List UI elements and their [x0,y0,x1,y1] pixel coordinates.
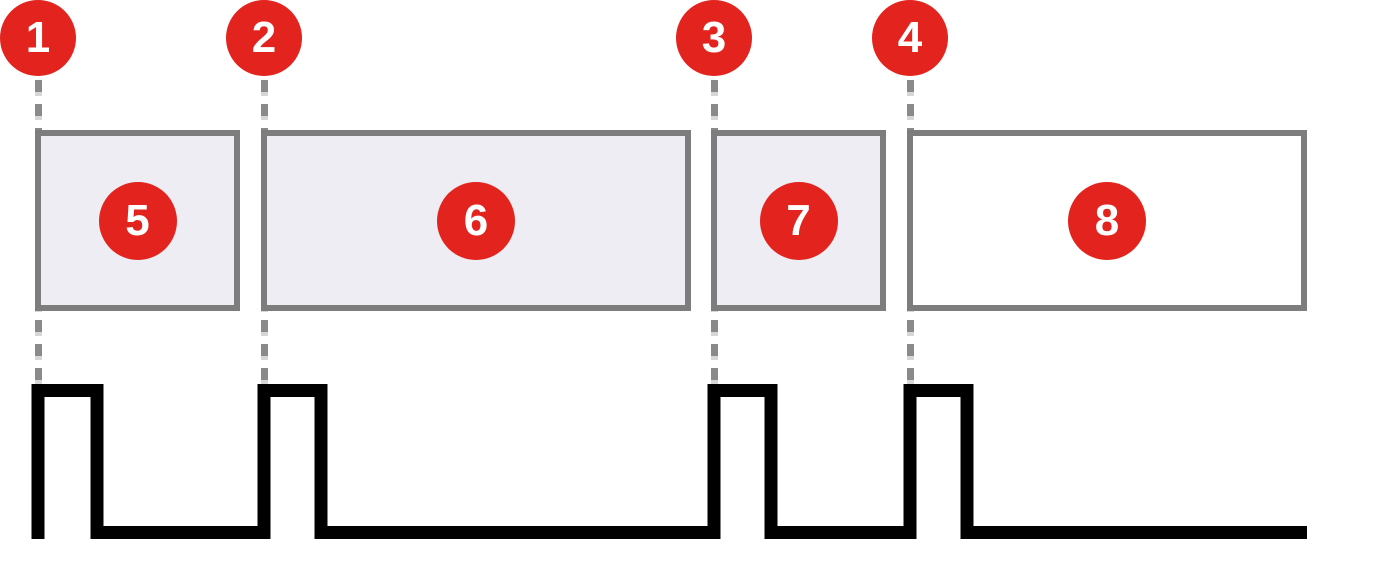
event-marker-badge-2: 2 [226,0,302,76]
event-marker-badge-3: 3 [676,0,752,76]
event-marker-badge-1: 1 [0,0,76,76]
interval-number: 7 [786,195,811,245]
interval-box-6: 6 [261,130,691,311]
interval-box-7: 7 [711,130,886,311]
interval-number: 8 [1094,195,1120,245]
interval-number: 6 [463,195,489,245]
interval-badge-8: 8 [1068,181,1146,260]
marker-number: 3 [701,13,727,62]
signal-path [31,384,1307,539]
event-marker-badge-4: 4 [872,0,948,76]
interval-number: 5 [125,195,150,245]
marker-number: 2 [251,13,277,62]
interval-badge-6: 6 [437,181,515,260]
marker-number: 1 [25,13,51,62]
interval-box-8: 8 [907,130,1307,311]
marker-number: 4 [897,13,923,62]
interval-box-5: 5 [35,130,240,311]
interval-badge-7: 7 [759,181,838,260]
interval-badge-5: 5 [98,181,177,260]
